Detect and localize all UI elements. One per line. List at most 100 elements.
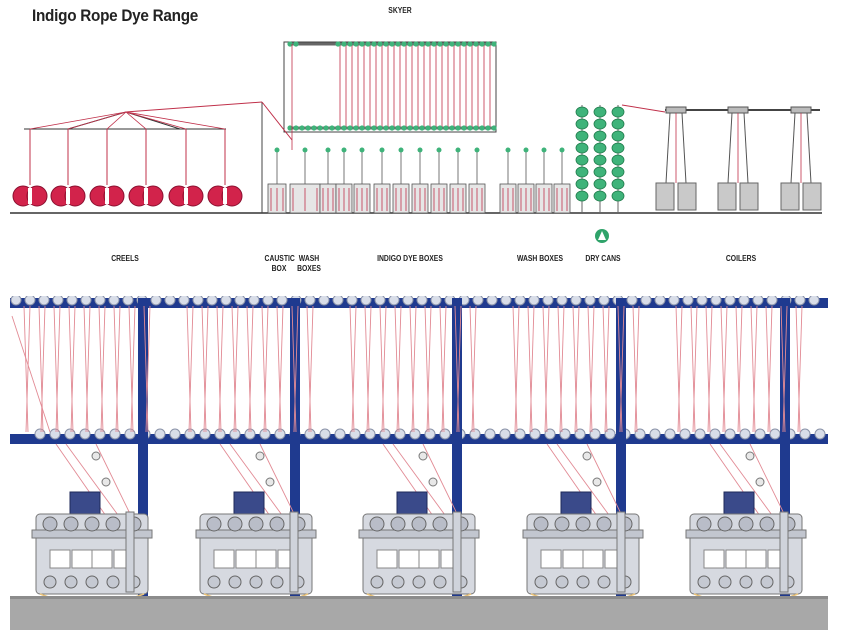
skyer-roller: [293, 125, 299, 131]
beam-roller: [24, 296, 36, 306]
frame-post: [452, 298, 462, 596]
skyer-roller: [461, 41, 467, 47]
machine-roller: [696, 516, 712, 532]
beam-roller: [259, 428, 271, 440]
skyer-roller: [353, 41, 359, 47]
skyer-roller: [461, 125, 467, 131]
beam-roller: [364, 428, 376, 440]
beam-roller: [220, 296, 232, 306]
beam-roller: [682, 296, 694, 306]
guide-roller: [325, 147, 331, 153]
beam-roller: [178, 296, 190, 306]
beam-roller: [598, 296, 610, 306]
skyer-roller: [365, 41, 371, 47]
beam-roller: [754, 428, 766, 440]
beam-roller: [769, 428, 781, 440]
dry-can: [593, 106, 607, 118]
floor: [10, 596, 828, 630]
beam-roller: [402, 296, 414, 306]
beam-roller: [544, 428, 556, 440]
beam-roller: [514, 428, 526, 440]
skyer-roller: [485, 41, 491, 47]
beam-roller: [184, 428, 196, 440]
guide-roller: [398, 147, 404, 153]
skyer-roller: [443, 125, 449, 131]
skyer-roller: [377, 125, 383, 131]
middle-beam: [10, 434, 828, 444]
detail-frame: [10, 296, 828, 605]
guide-roller: [359, 147, 365, 153]
machine-roller: [369, 516, 385, 532]
dry-can: [575, 190, 589, 202]
boxes-group: [267, 147, 571, 214]
beam-roller: [424, 428, 436, 440]
machine-roller: [576, 575, 590, 589]
dye-box-machine: [31, 443, 153, 605]
skyer-roller: [485, 125, 491, 131]
machine-roller: [43, 575, 57, 589]
skyer-roller: [491, 125, 497, 131]
machine-roller: [412, 575, 426, 589]
dry-can: [593, 166, 607, 178]
beam-roller: [738, 296, 750, 306]
machine-roller: [718, 575, 732, 589]
motor: [69, 491, 101, 515]
machine-roller: [390, 516, 406, 532]
beam-roller: [34, 428, 46, 440]
coiler-can: [655, 182, 675, 211]
machine-roller: [554, 516, 570, 532]
beam-roller: [248, 296, 260, 306]
skyer-roller: [335, 41, 341, 47]
beam-roller: [10, 296, 22, 306]
beam-roller: [542, 296, 554, 306]
dry-can: [611, 178, 625, 190]
dry-can: [593, 154, 607, 166]
beam-roller: [206, 296, 218, 306]
beam-roller: [574, 428, 586, 440]
skyer-roller: [359, 41, 365, 47]
beam-roller: [664, 428, 676, 440]
beam-roller: [304, 296, 316, 306]
machine-roller: [42, 516, 58, 532]
skyer-roller: [341, 41, 347, 47]
coiler-can: [780, 182, 800, 211]
skyer-roller: [425, 125, 431, 131]
beam-roller: [304, 428, 316, 440]
beam-roller: [360, 296, 372, 306]
machine-roller: [411, 516, 427, 532]
beam-roller: [154, 428, 166, 440]
beam-roller: [589, 428, 601, 440]
beam-roller: [319, 428, 331, 440]
guide-roller: [379, 147, 385, 153]
machine-roller: [84, 516, 100, 532]
beam-roller: [626, 296, 638, 306]
skyer-roller: [323, 125, 329, 131]
beam-roller: [409, 428, 421, 440]
dry-can: [575, 130, 589, 142]
dry-can: [593, 142, 607, 154]
beam-roller: [469, 428, 481, 440]
beam-roller: [640, 296, 652, 306]
beam-roller: [38, 296, 50, 306]
beam-roller: [124, 428, 136, 440]
skyer-roller: [305, 125, 311, 131]
beam-roller: [430, 296, 442, 306]
beam-roller: [752, 296, 764, 306]
machine-roller: [105, 516, 121, 532]
skyer-roller: [455, 125, 461, 131]
skyer-roller: [299, 125, 305, 131]
beam-roller: [529, 428, 541, 440]
skyer-roller: [389, 125, 395, 131]
beam-roller: [169, 428, 181, 440]
frame-post: [780, 298, 790, 596]
skyer-roller: [407, 41, 413, 47]
dry-can: [575, 142, 589, 154]
beam-roller: [346, 296, 358, 306]
skyer-roller: [347, 125, 353, 131]
beam-roller: [192, 296, 204, 306]
skyer-roller: [365, 125, 371, 131]
machine-roller: [759, 516, 775, 532]
coilers-group: [655, 106, 822, 211]
dye-box-machine: [195, 443, 317, 605]
dry-can: [593, 190, 607, 202]
